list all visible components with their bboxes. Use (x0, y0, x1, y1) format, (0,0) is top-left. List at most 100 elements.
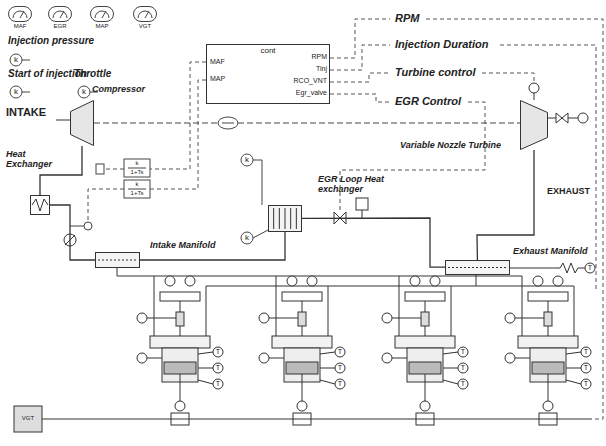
node-outline (96, 253, 140, 268)
transfer-function-text: 1+Ts (124, 190, 150, 197)
constant-source (22, 60, 30, 61)
pipe (510, 263, 585, 273)
turbo-shaft (94, 117, 520, 129)
sensor-letter: T (581, 380, 591, 388)
sensor-letter: T (581, 348, 591, 356)
cylinder (259, 276, 345, 425)
constant-source (241, 154, 253, 166)
constant-source (10, 54, 22, 66)
signal-label: Injection Duration (395, 38, 489, 51)
signal-name: cont (252, 46, 284, 55)
component-label: Variable Nozzle Turbine (400, 140, 518, 150)
constant-source (241, 232, 253, 244)
sensor-box (96, 164, 104, 174)
sensor-letter: T (585, 264, 595, 272)
signal-line (150, 80, 206, 189)
constant-value: k (10, 87, 22, 96)
signal-line (330, 73, 390, 82)
component-label: EGR Loop Heat exchanger (318, 174, 394, 195)
turbine: Variable Nozzle Turbine (520, 100, 548, 150)
sensor-letter: T (581, 364, 591, 372)
sensor-name: EGR (48, 23, 72, 30)
sensor-letter: T (213, 364, 223, 372)
node-outline (30, 195, 50, 215)
transfer-function-text: 1+Ts (124, 169, 150, 176)
pipe (206, 286, 574, 287)
constant-value: k (241, 233, 253, 242)
transfer-function (124, 180, 150, 198)
crankshaft (14, 406, 42, 432)
sensor-letter: T (213, 380, 223, 388)
pipe-connector (140, 232, 285, 260)
constant-value: k (78, 87, 90, 96)
pipe-connector (477, 150, 534, 260)
constant-value: k (241, 155, 253, 164)
pipe-connector (302, 218, 445, 267)
node-outline (273, 208, 274, 229)
crankshaft (14, 406, 592, 432)
constant-value: k (124, 181, 150, 188)
signal-line (330, 45, 390, 70)
component-label: Exhaust Manifold (513, 246, 603, 256)
signal-name: RPM (276, 53, 327, 61)
compressor: Compressor (70, 100, 94, 146)
pipe-connector (50, 205, 95, 260)
node-outline (521, 101, 548, 150)
pipe (56, 120, 70, 121)
sensor-box (70, 164, 104, 230)
node-outline (70, 100, 94, 146)
signal-line (330, 94, 390, 102)
constant-source (253, 160, 262, 205)
constant-source (253, 230, 268, 238)
sensor-name: VGT (14, 415, 42, 422)
exhaust-manifold: Exhaust Manifold (445, 260, 510, 275)
node-outline (279, 208, 280, 229)
pipe (56, 113, 595, 286)
sensor-name: VGT (133, 23, 157, 30)
port-label: INTAKE (6, 106, 46, 119)
node-outline (31, 196, 50, 215)
cylinder (137, 276, 223, 425)
node-outline (98, 260, 137, 261)
vgt-actuator (529, 83, 539, 93)
node-outline (268, 205, 302, 232)
heat-exchanger: Heat Exchanger (30, 195, 50, 215)
sensor-icon (91, 7, 114, 22)
constant-source (78, 86, 90, 98)
signal-label: Turbine control (395, 66, 475, 79)
sensor-icon (9, 7, 157, 22)
signal-label: RPM (395, 12, 419, 25)
sensor-icon (49, 7, 72, 22)
egr-valve (334, 198, 368, 224)
transfer-function (124, 159, 150, 198)
signal-name: MAP (210, 75, 225, 83)
signal-line (340, 102, 485, 212)
cylinder (382, 276, 468, 425)
signal-name: Egr_valve (266, 89, 327, 97)
node-outline (290, 208, 291, 229)
transfer-function (128, 189, 146, 190)
port-label: EXHAUST (547, 186, 590, 196)
node-outline (445, 260, 510, 275)
constant-source (10, 86, 22, 98)
sensor-icon (9, 7, 32, 22)
pipe (578, 113, 588, 123)
transfer-function (128, 168, 146, 169)
egr-valve (362, 210, 363, 218)
turbo-shaft (222, 123, 234, 124)
signal-line (330, 19, 390, 58)
vgt-actuator (534, 93, 535, 100)
node-outline (448, 267, 507, 268)
turbo-shaft (94, 123, 520, 124)
signal-name: RCO_VNT (266, 77, 327, 85)
component-label: Intake Manifold (150, 240, 240, 250)
sensor-letter: T (458, 364, 468, 372)
component-label: Compressor (92, 84, 172, 94)
signal-name: MAF (210, 58, 225, 66)
sensor-letter: T (335, 348, 345, 356)
node-outline (285, 208, 286, 229)
crankshaft (42, 419, 592, 420)
pipe-connector (40, 146, 82, 195)
constant-value: k (10, 55, 22, 64)
signal-line (88, 189, 124, 222)
